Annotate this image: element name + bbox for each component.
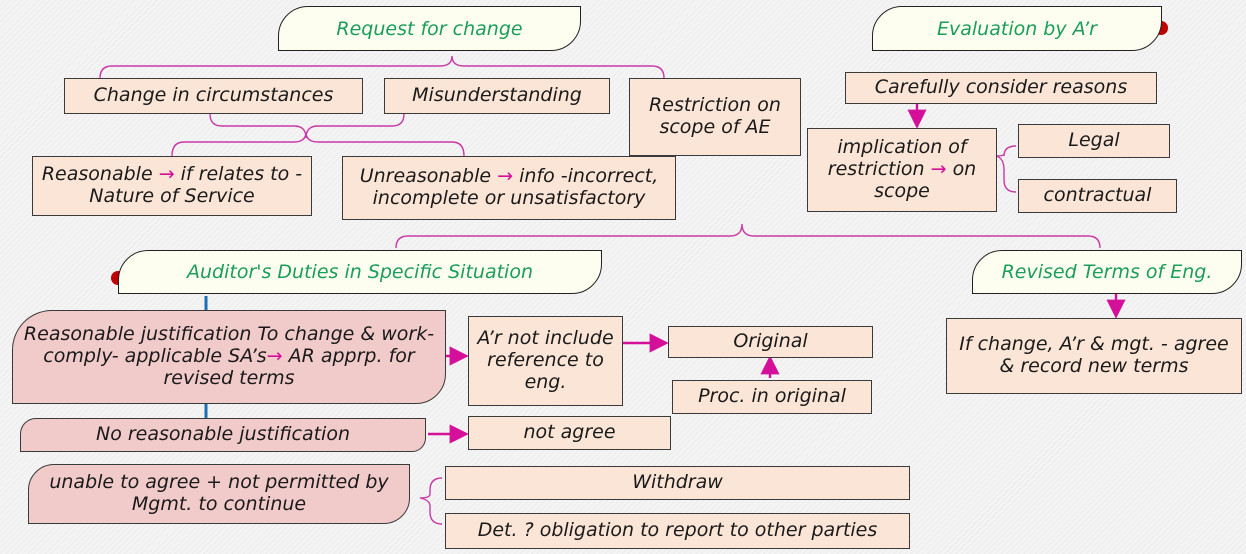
- reasonable-suffix: if relates to - Nature of Service: [89, 163, 303, 207]
- unreasonable-box: Unreasonable → info -incorrect, incomple…: [342, 156, 676, 220]
- request-for-change-header: Request for change: [278, 6, 581, 51]
- withdraw-brace: [419, 477, 443, 525]
- if-change-label: If change, A’r & mgt. - agree & record n…: [959, 333, 1229, 377]
- circumstances-brace: [209, 113, 405, 139]
- evaluation-label: Evaluation by A’r: [937, 17, 1097, 40]
- evaluation-header: Evaluation by A’r: [872, 6, 1162, 51]
- proc-in-original-label: Proc. in original: [698, 385, 846, 408]
- reasonable-text: Reasonable → if relates to - Nature of S…: [39, 163, 305, 208]
- implication-box: implication of restriction → on scope: [807, 128, 997, 212]
- misunderstanding-box: Misunderstanding: [384, 78, 610, 114]
- reasonable-justification-prefix: Reasonable justification To change & wor…: [23, 323, 435, 368]
- carefully-consider-box: Carefully consider reasons: [845, 72, 1157, 104]
- implication-prefix: implication of restriction: [827, 136, 967, 181]
- reasonable-box: Reasonable → if relates to - Nature of S…: [32, 156, 312, 216]
- auditors-duties-label: Auditor's Duties in Specific Situation: [187, 261, 533, 283]
- request-brace: [99, 55, 665, 79]
- if-change-box: If change, A’r & mgt. - agree & record n…: [946, 318, 1242, 394]
- legal-label: Legal: [1068, 129, 1120, 152]
- revised-terms-header: Revised Terms of Eng.: [972, 250, 1242, 294]
- duties-brace: [395, 223, 1101, 249]
- no-reasonable-justification-label: No reasonable justification: [95, 423, 350, 446]
- legal-brace: [995, 145, 1017, 193]
- carefully-consider-label: Carefully consider reasons: [874, 76, 1128, 99]
- reasonable-justification-suffix: AR apprp. for revised terms: [163, 345, 415, 389]
- unable-to-agree-box: unable to agree + not permitted by Mgmt.…: [28, 464, 410, 524]
- not-include-reference-label: A’r not include reference to eng.: [477, 327, 614, 393]
- legal-box: Legal: [1018, 124, 1170, 158]
- restriction-scope-label: Restriction on scope of AE: [649, 94, 781, 138]
- original-label: Original: [733, 330, 808, 353]
- misunderstanding-label: Misunderstanding: [412, 84, 582, 107]
- not-agree-box: not agree: [468, 416, 671, 450]
- outcome-brace: [171, 131, 465, 157]
- change-in-circumstances-box: Change in circumstances: [64, 78, 363, 114]
- reasonable-prefix: Reasonable: [41, 163, 153, 186]
- proc-in-original-box: Proc. in original: [672, 380, 872, 414]
- restriction-scope-box: Restriction on scope of AE: [629, 78, 801, 156]
- withdraw-box: Withdraw: [445, 466, 910, 500]
- request-for-change-label: Request for change: [336, 17, 523, 40]
- not-agree-label: not agree: [523, 421, 616, 444]
- arrow-glyph: →: [930, 158, 947, 181]
- arrow-glyph: →: [266, 345, 283, 368]
- det-obligation-box: Det. ? obligation to report to other par…: [445, 513, 910, 549]
- contractual-label: contractual: [1043, 184, 1152, 207]
- unreasonable-suffix: info -incorrect, incomplete or unsatisfa…: [372, 165, 659, 209]
- implication-text: implication of restriction → on scope: [814, 136, 990, 203]
- contractual-box: contractual: [1018, 179, 1177, 213]
- unreasonable-prefix: Unreasonable: [359, 165, 492, 188]
- unreasonable-text: Unreasonable → info -incorrect, incomple…: [349, 165, 669, 210]
- reasonable-justification-text: Reasonable justification To change & wor…: [19, 323, 439, 390]
- original-box: Original: [668, 326, 873, 358]
- implication-suffix: on scope: [874, 158, 977, 202]
- change-in-circumstances-label: Change in circumstances: [93, 84, 334, 107]
- det-obligation-label: Det. ? obligation to report to other par…: [477, 519, 878, 542]
- arrow-glyph: →: [497, 165, 514, 188]
- arrow-glyph: →: [158, 163, 175, 186]
- unable-to-agree-label: unable to agree + not permitted by Mgmt.…: [49, 471, 389, 515]
- not-include-reference-box: A’r not include reference to eng.: [468, 316, 623, 406]
- revised-terms-label: Revised Terms of Eng.: [1001, 261, 1213, 283]
- withdraw-label: Withdraw: [632, 471, 723, 494]
- auditors-duties-header: Auditor's Duties in Specific Situation: [118, 250, 602, 294]
- no-reasonable-justification-box: No reasonable justification: [20, 418, 426, 452]
- reasonable-justification-box: Reasonable justification To change & wor…: [12, 310, 446, 404]
